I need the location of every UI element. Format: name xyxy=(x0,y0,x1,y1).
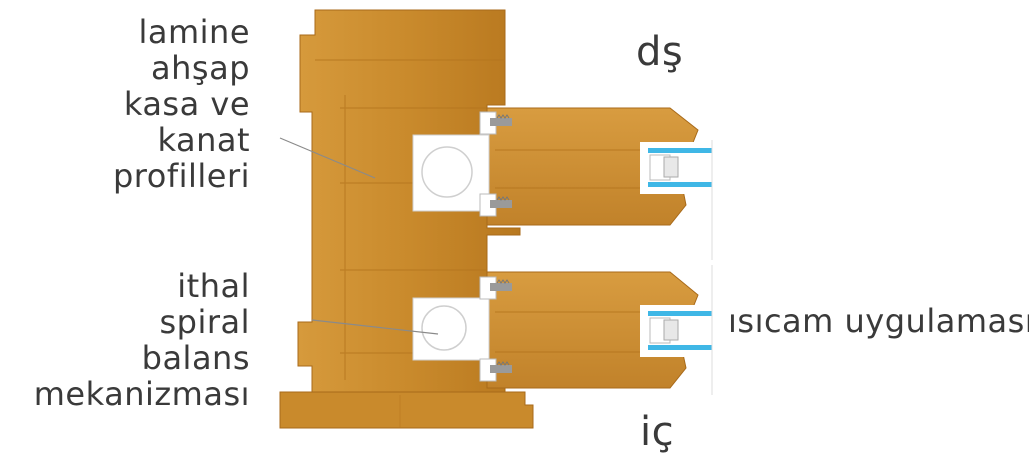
screw-icon xyxy=(479,111,512,135)
outside-label: dş xyxy=(636,29,684,75)
upper-balance-cavity xyxy=(412,134,490,212)
lower-balance-cavity xyxy=(412,297,490,361)
label-line: profilleri xyxy=(112,157,250,195)
balance-mechanism-label: ithal spiral balans mekanizması xyxy=(0,268,250,412)
sill-profile xyxy=(279,391,534,429)
label-line: spiral xyxy=(159,303,250,341)
frame-profile-label: lamine ahşap kasa ve kanat profilleri xyxy=(60,14,250,194)
label-line: balans xyxy=(141,339,250,377)
inside-label: iç xyxy=(640,409,675,455)
label-line: kanat xyxy=(157,121,250,159)
balance-circle-icon xyxy=(421,146,473,198)
label-line: mekanizması xyxy=(33,375,250,413)
screw-icon xyxy=(479,276,512,300)
label-line: kasa ve xyxy=(123,85,250,123)
label-line: ahşap xyxy=(151,49,250,87)
upper-glass-unit xyxy=(640,140,713,260)
lower-glass-unit xyxy=(640,265,713,395)
label-line: ithal xyxy=(177,267,250,305)
glass-application-label: ısıcam uygulaması xyxy=(728,302,1029,340)
balance-circle-icon xyxy=(421,305,467,351)
screw-icon xyxy=(479,193,512,217)
screw-icon xyxy=(479,358,512,382)
label-line: lamine xyxy=(138,13,250,51)
leader-line-balance xyxy=(311,319,439,335)
leader-line-frame xyxy=(279,137,376,179)
